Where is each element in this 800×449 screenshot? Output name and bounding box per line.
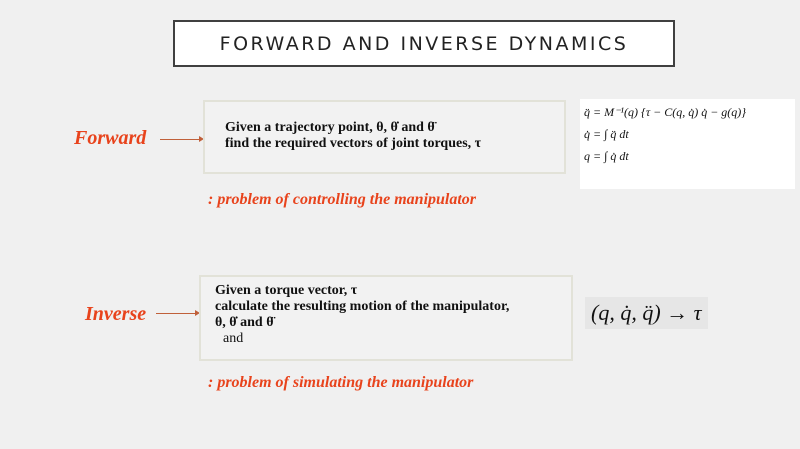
forward-description-box: Given a trajectory point, θ, θ̇ and θ̈ f… [203, 100, 566, 174]
equation-2: q̇ = ∫ q̈ dt [584, 127, 629, 141]
slide-title: FORWARD AND INVERSE DYNAMICS [219, 32, 629, 55]
inverse-description-box: Given a torque vector, τ calculate the r… [199, 275, 573, 361]
equation-1: q̈ = M⁻¹(q) {τ − C(q, q̇) q̇ − g(q)} [584, 105, 747, 119]
forward-line-2: find the required vectors of joint torqu… [225, 136, 482, 151]
forward-equations: q̈ = M⁻¹(q) {τ − C(q, q̇) q̇ − g(q)} q̇ … [580, 99, 795, 189]
inverse-line-3: θ, θ̇ and θ̈ [215, 315, 274, 330]
inverse-line-4: and [223, 331, 244, 346]
inverse-equation: (q, q̇, q̈) → τ [585, 297, 708, 329]
inverse-problem: : problem of simulating the manipulator [208, 374, 474, 391]
inverse-label: Inverse [85, 303, 147, 325]
inverse-arrow-icon [156, 310, 200, 316]
inverse-line-2: calculate the resulting motion of the ma… [215, 299, 510, 314]
inverse-line-1: Given a torque vector, τ [215, 283, 358, 298]
equation-3: q = ∫ q̇ dt [584, 149, 629, 163]
forward-line-1: Given a trajectory point, θ, θ̇ and θ̈ [225, 120, 435, 135]
slide-title-box: FORWARD AND INVERSE DYNAMICS [173, 20, 675, 67]
forward-label: Forward [74, 127, 147, 149]
forward-arrow-icon [160, 136, 204, 142]
forward-problem: : problem of controlling the manipulator [208, 191, 477, 208]
